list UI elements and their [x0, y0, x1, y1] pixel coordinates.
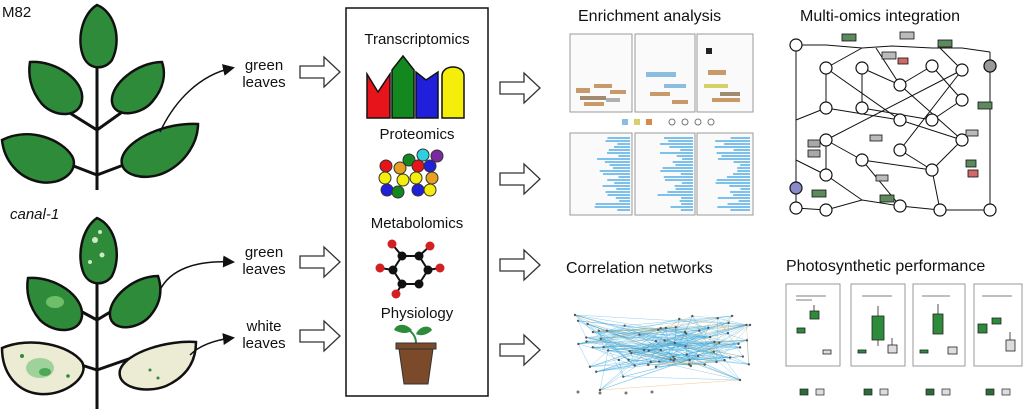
physiology-icon: [394, 324, 437, 385]
physiology-label: Physiology: [380, 305, 454, 322]
proteomics-label: Proteomics: [379, 126, 455, 143]
mutant-sample-label: canal-1: [10, 206, 60, 223]
correlation-network: [573, 313, 752, 395]
input-arrows: [299, 55, 341, 353]
mutant-white-leaves-line1: white: [246, 318, 282, 335]
proteomics-icon: [378, 148, 444, 199]
metabolomics-label: Metabolomics: [370, 215, 464, 232]
photosynthesis-title: Photosynthetic performance: [786, 258, 986, 275]
wt-green-leaves-line2: leaves: [242, 74, 286, 91]
enrichment-panels: [569, 33, 754, 216]
output-arrows: [499, 71, 541, 367]
wt-plant: [0, 3, 235, 190]
transcriptomics-label: Transcriptomics: [364, 31, 470, 48]
wt-green-leaves-line1: green: [244, 57, 284, 74]
mutant-green-leaves-label: green leaves: [232, 244, 296, 278]
metabolomics-icon: [375, 239, 445, 299]
multiomics-title: Multi-omics integration: [800, 8, 961, 25]
photosynthesis-panels: [785, 283, 1023, 396]
wt-green-leaves-label: green leaves: [232, 57, 296, 91]
mutant-white-leaves-line2: leaves: [242, 335, 286, 352]
mutant-green-leaves-line1: green: [244, 244, 284, 261]
wt-sample-label: M82: [2, 4, 32, 21]
transcriptomics-icon: [366, 54, 465, 119]
mutant-green-leaves-line2: leaves: [242, 261, 286, 278]
mutant-white-leaves-label: white leaves: [232, 318, 296, 352]
correlation-title: Correlation networks: [566, 260, 713, 277]
multiomics-network: [789, 31, 997, 217]
omics-box: [345, 7, 489, 397]
mutant-plant: [0, 216, 235, 409]
enrichment-title: Enrichment analysis: [578, 8, 722, 25]
